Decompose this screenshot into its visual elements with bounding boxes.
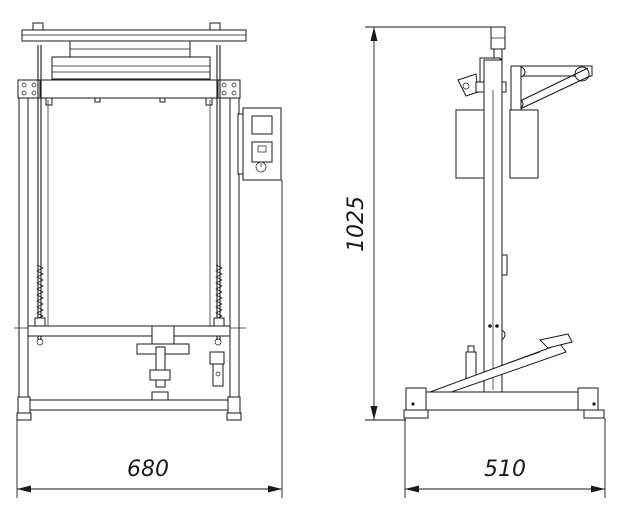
pneumatic-valve [209,351,225,365]
left-foot [16,412,32,421]
top-plate [21,29,247,42]
control-display [251,115,273,135]
side-left-foot [403,409,429,419]
depth-dimension: 510 [404,418,606,498]
upper-left-block [17,79,41,99]
height-dimension: 1025 [344,26,492,421]
side-base [405,391,599,411]
right-spring [215,264,223,326]
upper-crossbar [17,79,241,99]
side-view [403,26,605,419]
pedal-rod [155,346,166,388]
top-plate-bolt-right [209,22,221,31]
upper-jaw [51,56,211,80]
timer-dial-icon [255,161,267,173]
base-bar [18,399,240,411]
left-outer-leg [18,97,29,401]
width-dimension-label: 680 [127,457,169,482]
side-cylinder [465,351,477,379]
side-left-housing [455,109,485,179]
right-foot [226,412,242,421]
side-left-bracket [457,73,479,97]
width-dimension: 680 [16,180,283,498]
side-right-foot [583,409,605,419]
front-view [14,22,282,421]
depth-dimension-label: 510 [484,457,526,482]
side-right-housing [509,109,539,179]
height-dimension-label: 1025 [344,196,369,252]
upper-right-block [217,79,241,99]
lower-crossbar [27,325,231,337]
side-lever-arm [513,67,589,105]
pedal-mount [151,325,175,345]
top-plate-bolt-left [32,22,44,31]
left-spring [36,264,44,326]
